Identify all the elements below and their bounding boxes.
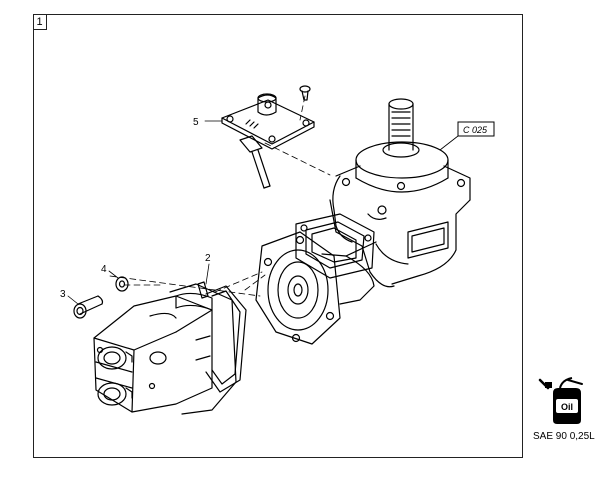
reference-label: C 025 (463, 125, 488, 135)
leader-lines (67, 120, 459, 305)
callout-4: 4 (101, 264, 107, 275)
diagram-frame (33, 14, 523, 458)
callout-3: 3 (60, 289, 66, 300)
washer-part (115, 276, 129, 292)
callout-5: 5 (193, 117, 199, 128)
lubricant-spec-label: SAE 90 0,25L (533, 431, 595, 442)
gearbox-housing (329, 98, 471, 288)
top-screw-part (299, 85, 311, 101)
callout-2: 2 (205, 253, 211, 264)
assembly-center-lines (109, 95, 331, 297)
oil-can-icon: Oil (538, 377, 583, 424)
angle-body-flange (295, 213, 375, 279)
hydraulic-motor (93, 283, 237, 415)
mounting-plate-part (221, 93, 315, 189)
frame-number: 1 (33, 14, 47, 30)
screw-part (73, 295, 104, 319)
oil-badge-label: Oil (561, 402, 573, 412)
adapter-flange (255, 231, 377, 345)
reference-box (457, 121, 495, 137)
